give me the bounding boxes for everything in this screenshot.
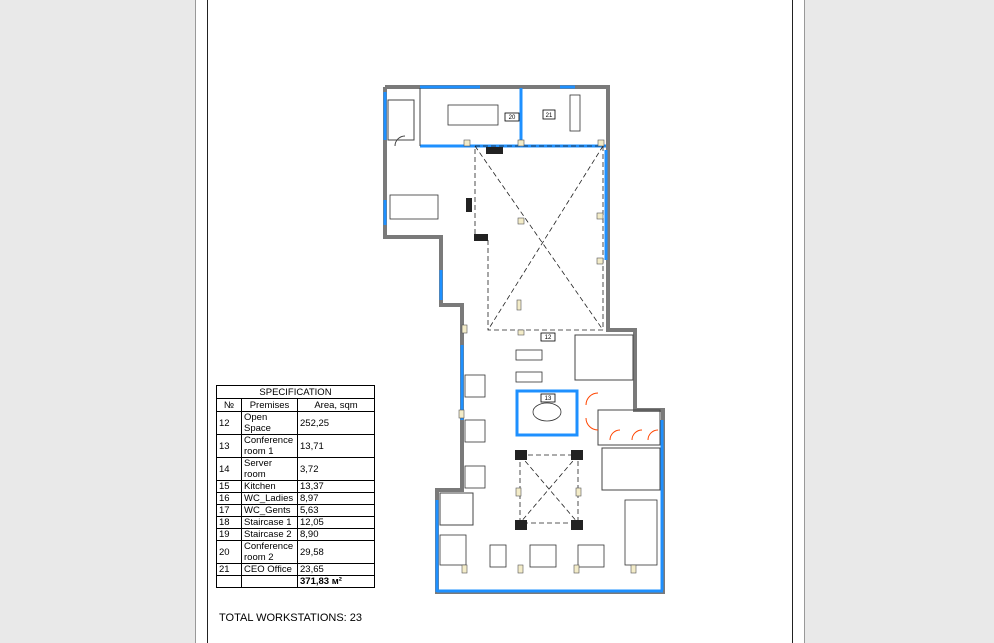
spec-total-row: 371,83 м² — [216, 575, 375, 588]
spec-cell-area: 5,63 — [297, 504, 375, 517]
spec-cell-premises: Conference room 2 — [241, 540, 298, 564]
spec-cell-premises: CEO Office — [241, 563, 298, 576]
spec-cell-premises: Staircase 2 — [241, 528, 298, 541]
interior-lines — [387, 88, 661, 526]
spec-cell-premises: Open Space — [241, 411, 298, 435]
furniture — [389, 94, 658, 568]
doors — [585, 392, 659, 441]
exterior-wall — [383, 85, 665, 594]
col-area: Area, sqm — [297, 398, 375, 412]
spec-cell-area: 12,05 — [297, 516, 375, 529]
spec-cell-no: 14 — [216, 457, 242, 481]
spec-cell-premises: Kitchen — [241, 480, 298, 493]
spec-cell-no: 18 — [216, 516, 242, 529]
spec-cell-area: 252,25 — [297, 411, 375, 435]
columns — [458, 139, 637, 574]
spec-cell-premises: Server room — [241, 457, 298, 481]
spec-cell-no: 21 — [216, 563, 242, 576]
spec-cell-premises: Staircase 1 — [241, 516, 298, 529]
spec-total: 371,83 м² — [297, 575, 375, 588]
spec-cell-area: 8,90 — [297, 528, 375, 541]
windows — [383, 85, 664, 593]
spec-cell-no: 15 — [216, 480, 242, 493]
tag-conf2: 20 — [509, 115, 516, 121]
spec-cell-no: 17 — [216, 504, 242, 517]
tag-conf1: 13 — [545, 396, 552, 402]
col-premises: Premises — [241, 398, 298, 412]
spec-cell-no: 19 — [216, 528, 242, 541]
spec-cell-no: 20 — [216, 540, 242, 564]
spec-cell-area: 23,65 — [297, 563, 375, 576]
spec-cell-premises: WC_Ladies — [241, 492, 298, 505]
walls — [383, 85, 665, 594]
spec-cell-area: 3,72 — [297, 457, 375, 481]
spec-cell-area: 13,37 — [297, 480, 375, 493]
col-no: № — [216, 398, 242, 412]
spec-cell-premises: WC_Gents — [241, 504, 298, 517]
spec-cell-no: 16 — [216, 492, 242, 505]
spec-cell-no: 12 — [216, 411, 242, 435]
total-workstations: TOTAL WORKSTATIONS: 23 — [219, 612, 363, 624]
page-frame — [207, 0, 793, 643]
spec-cell-premises: Conference room 1 — [241, 434, 298, 458]
columns-dark — [466, 147, 583, 530]
spec-title: SPECIFICATION — [216, 385, 375, 399]
tag-open-space: 12 — [545, 335, 552, 341]
spec-cell-area: 13,71 — [297, 434, 375, 458]
room-tags — [504, 109, 556, 403]
spec-cell-area: 29,58 — [297, 540, 375, 564]
tag-ceo: 21 — [546, 113, 553, 119]
spec-cell-area: 8,97 — [297, 492, 375, 505]
spec-header-row: № Premises Area, sqm — [216, 398, 375, 412]
spec-cell-no: 13 — [216, 434, 242, 458]
